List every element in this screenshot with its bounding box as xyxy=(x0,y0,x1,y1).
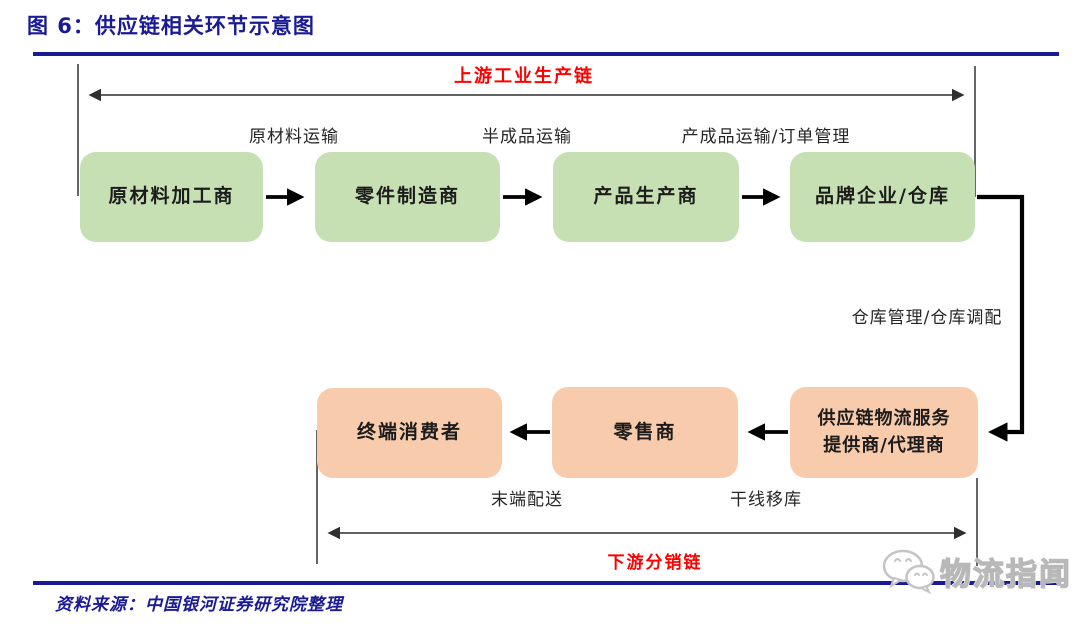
flow-label-trunk-transfer: 干线移库 xyxy=(730,490,802,510)
arrow-brand-to-logistics xyxy=(977,194,1025,442)
node-label: 终端消费者 xyxy=(356,421,462,444)
watermark: 物流指闻 xyxy=(882,548,1072,594)
node-raw-material-processor: 原材料加工商 xyxy=(80,152,263,242)
node-parts-manufacturer: 零件制造商 xyxy=(315,152,500,242)
node-label: 品牌企业/仓库 xyxy=(815,185,950,208)
node-brand-warehouse: 品牌企业/仓库 xyxy=(790,152,975,242)
flow-label-warehouse-management: 仓库管理/仓库调配 xyxy=(851,308,1003,328)
node-retailer: 零售商 xyxy=(552,387,738,478)
flow-label-raw-material-transport: 原材料运输 xyxy=(249,127,339,147)
flow-label-finished-transport-order: 产成品运输/订单管理 xyxy=(681,127,851,147)
node-logistics-provider: 供应链物流服务 提供商/代理商 xyxy=(790,387,978,478)
node-label: 供应链物流服务 提供商/代理商 xyxy=(817,408,951,456)
node-label: 产品生产商 xyxy=(593,185,699,208)
figure-title: 图 6：供应链相关环节示意图 xyxy=(27,14,315,38)
downstream-chain-label: 下游分销链 xyxy=(607,553,703,573)
bottom-divider xyxy=(33,581,1060,585)
source-note: 资料来源：中国银河证券研究院整理 xyxy=(55,595,343,615)
upstream-chain-label: 上游工业生产链 xyxy=(454,66,594,87)
flow-label-semifinished-transport: 半成品运输 xyxy=(482,127,572,147)
watermark-text: 物流指闻 xyxy=(939,556,1072,593)
wechat-icon xyxy=(882,549,935,594)
node-label: 原材料加工商 xyxy=(108,185,235,208)
node-label: 零件制造商 xyxy=(354,185,460,208)
node-label: 零售商 xyxy=(613,420,677,443)
title-divider xyxy=(33,52,1059,56)
node-end-consumer: 终端消费者 xyxy=(317,388,502,478)
flow-label-last-mile-delivery: 末端配送 xyxy=(491,490,563,510)
node-product-producer: 产品生产商 xyxy=(553,152,739,242)
